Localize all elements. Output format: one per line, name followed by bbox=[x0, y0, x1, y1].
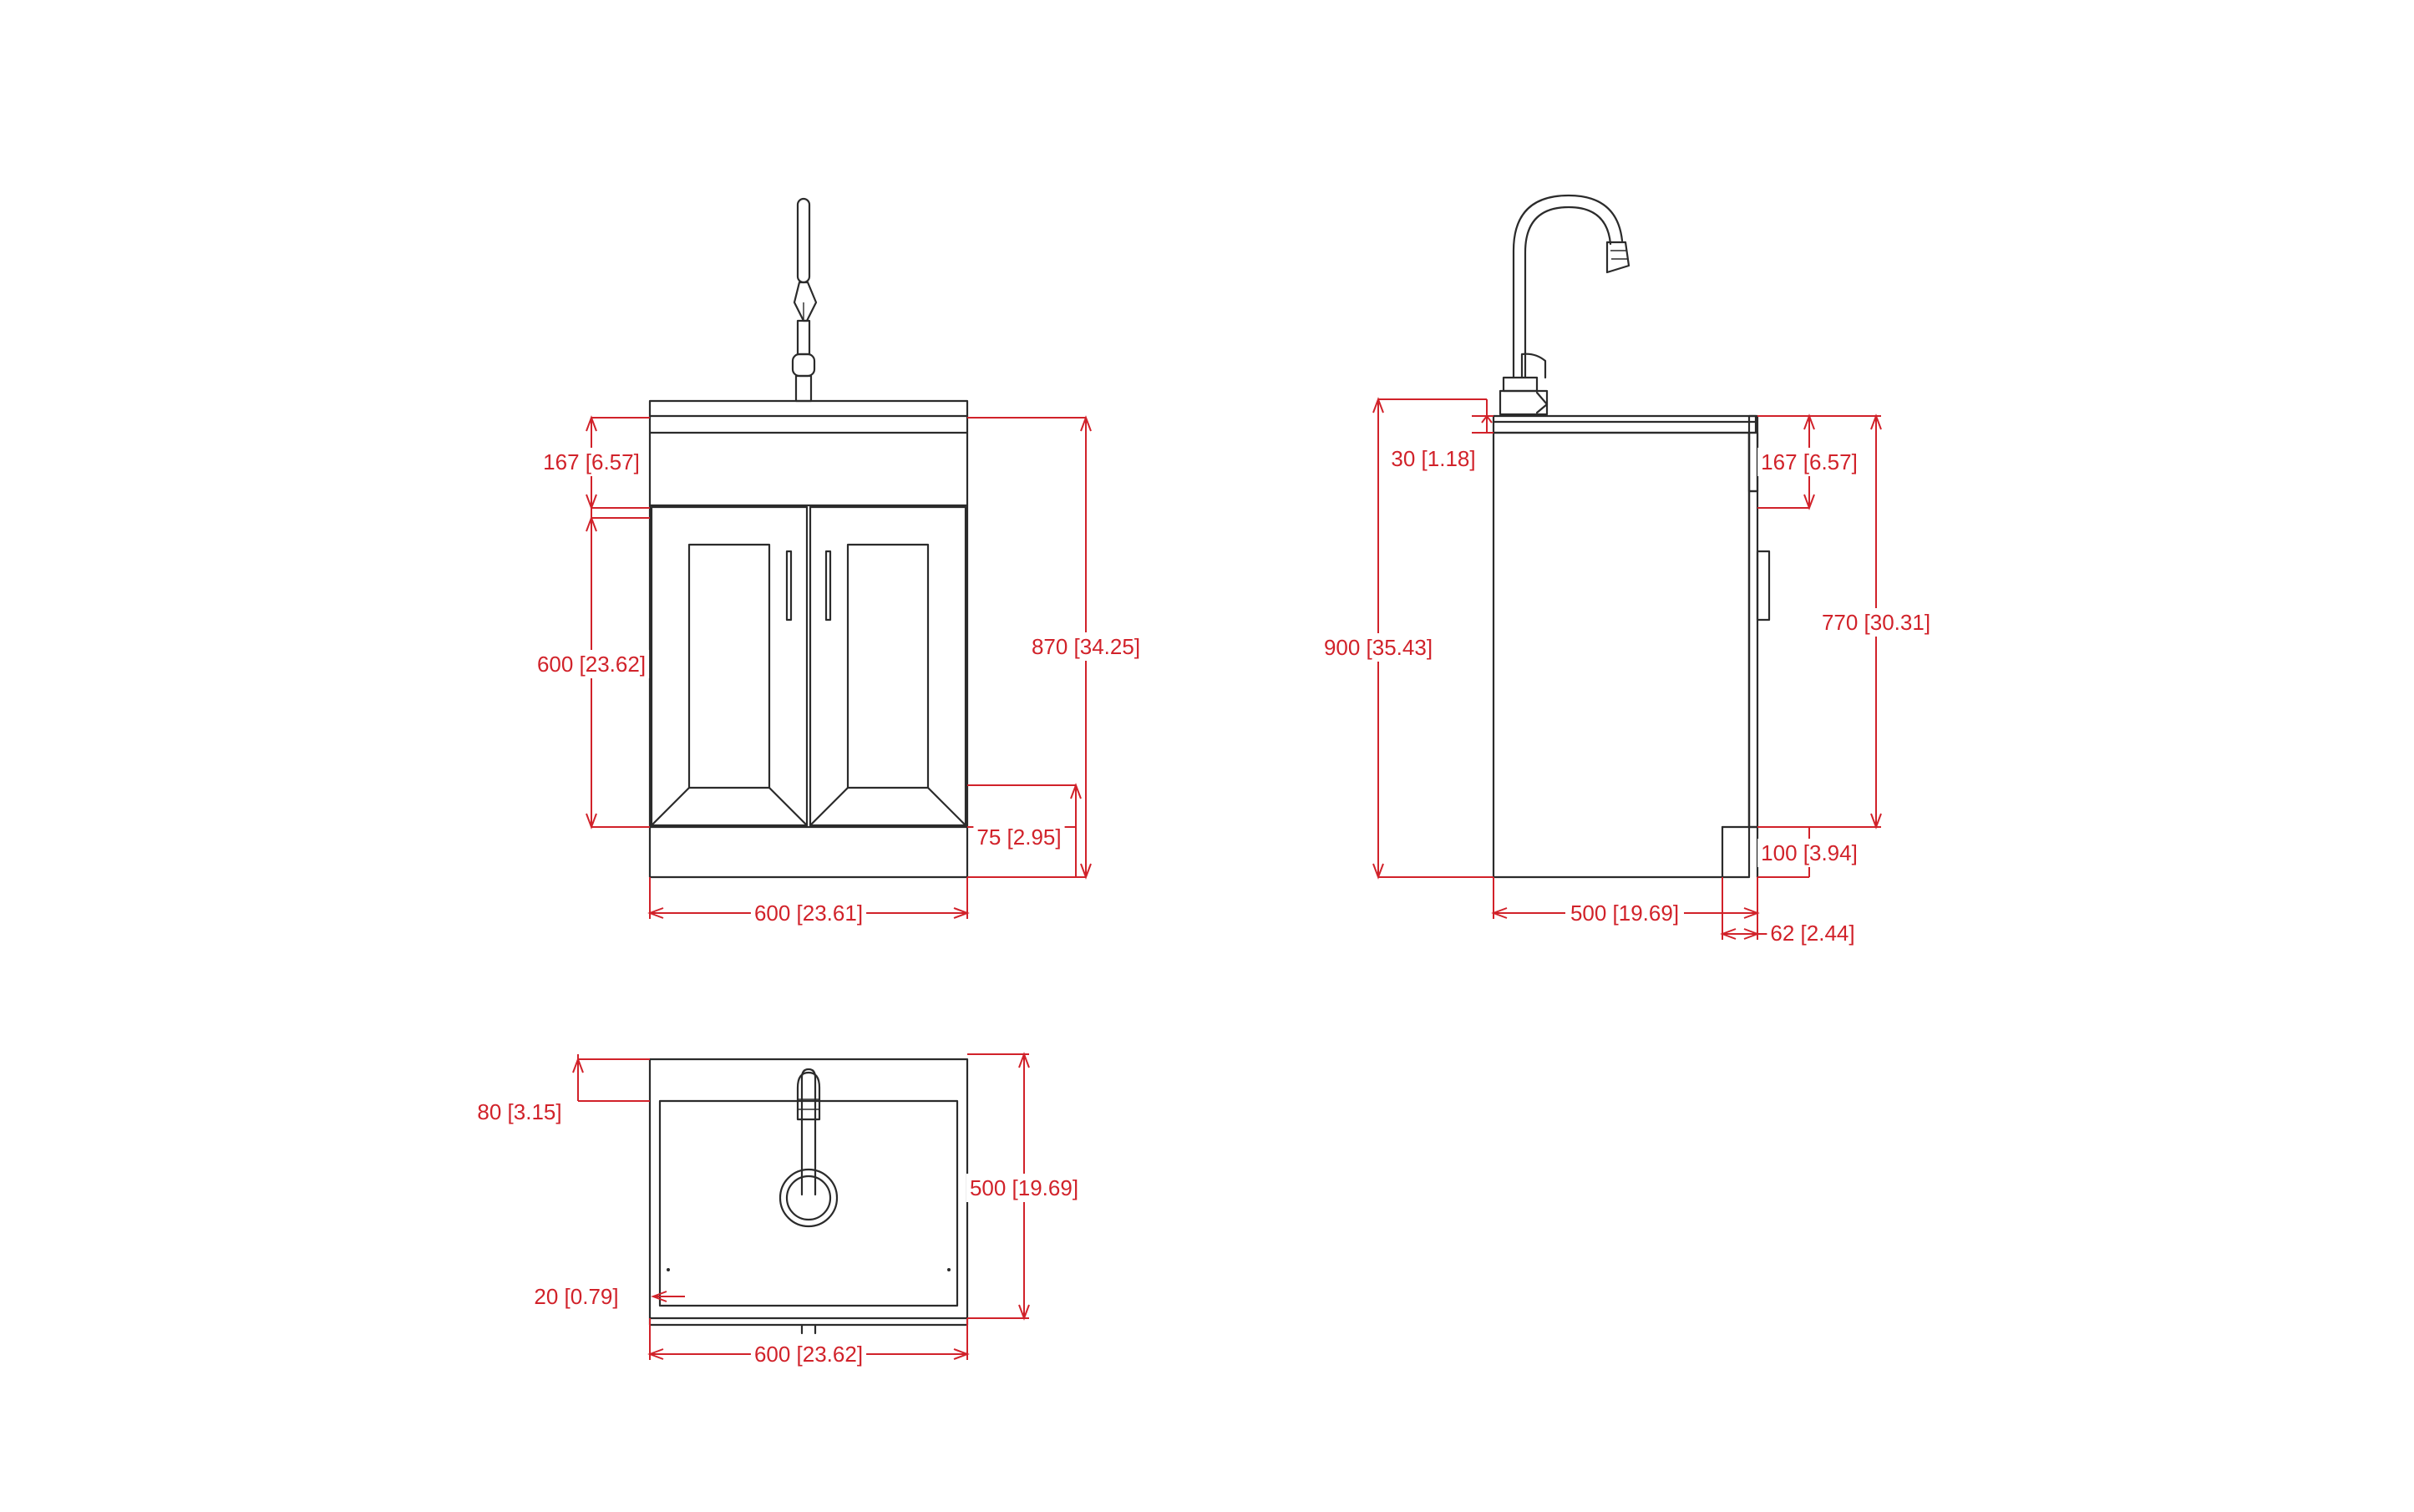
front-dim-width: 600 [23.61] bbox=[754, 901, 863, 926]
left-door-handle-icon bbox=[785, 550, 793, 622]
dimension-label-background bbox=[1757, 839, 1861, 867]
dimension-label-background bbox=[973, 823, 1065, 851]
top-dim-depth: 500 [19.69] bbox=[970, 1175, 1078, 1200]
side-door-handle-icon bbox=[1756, 550, 1771, 622]
dimension-label-background bbox=[540, 448, 643, 476]
drain-icon bbox=[778, 1168, 839, 1228]
side-faucet bbox=[1499, 194, 1630, 416]
side-dim-body-height: 770 [30.31] bbox=[1822, 610, 1930, 635]
side-dimensions: 30 [1.18] 900 [35.43] 167 [6.57] 770 [30… bbox=[1320, 397, 1935, 947]
front-dimensions: 167 [6.57] 600 [23.62] 870 [34.25] 75 [2… bbox=[533, 415, 1144, 927]
dimension-label-background bbox=[1027, 632, 1144, 661]
top-dimensions: 80 [3.15] 500 [19.69] 20 [0.79] 600 [23.… bbox=[474, 1052, 1083, 1368]
dimension-label-background bbox=[474, 1098, 565, 1126]
side-dim-worktop: 30 [1.18] bbox=[1391, 446, 1475, 471]
right-door bbox=[809, 505, 967, 827]
dimension-label-background bbox=[750, 1340, 867, 1368]
top-dim-front-edge: 20 [0.79] bbox=[534, 1284, 618, 1309]
front-dim-total-height: 870 [34.25] bbox=[1032, 634, 1140, 659]
front-cabinet bbox=[648, 399, 969, 879]
dimension-label-background bbox=[1757, 448, 1861, 476]
dimension-label-background bbox=[530, 1282, 622, 1311]
dimension-label-background bbox=[1320, 633, 1437, 662]
dimension-label-background bbox=[1767, 919, 1859, 947]
side-view: 30 [1.18] 900 [35.43] 167 [6.57] 770 [30… bbox=[1320, 194, 1935, 947]
side-dim-kick-height: 100 [3.94] bbox=[1761, 840, 1858, 865]
side-dim-total-height: 900 [35.43] bbox=[1324, 635, 1433, 660]
left-door bbox=[650, 505, 809, 827]
top-dim-width: 600 [23.62] bbox=[754, 1342, 863, 1367]
front-faucet bbox=[791, 197, 818, 403]
top-sink bbox=[648, 1058, 969, 1335]
dimension-label-background bbox=[1818, 608, 1935, 637]
front-dim-door-height: 600 [23.62] bbox=[537, 652, 646, 677]
side-dim-depth: 500 [19.69] bbox=[1570, 901, 1679, 926]
top-view: 80 [3.15] 500 [19.69] 20 [0.79] 600 [23.… bbox=[474, 1052, 1083, 1368]
front-view: 167 [6.57] 600 [23.62] 870 [34.25] 75 [2… bbox=[533, 197, 1144, 927]
top-dim-back-edge: 80 [3.15] bbox=[477, 1099, 561, 1124]
front-dim-plinth: 75 [2.95] bbox=[976, 824, 1061, 850]
dimension-label-background bbox=[1566, 899, 1683, 927]
dimension-label-background bbox=[533, 650, 650, 678]
dimension-label-background bbox=[750, 899, 867, 927]
side-cabinet bbox=[1492, 414, 1771, 879]
dimension-label-background bbox=[1387, 444, 1479, 473]
front-dim-top-panel: 167 [6.57] bbox=[543, 449, 640, 474]
side-dim-kick-depth: 62 [2.44] bbox=[1770, 921, 1854, 946]
side-dim-top-panel: 167 [6.57] bbox=[1761, 449, 1858, 474]
right-door-handle-icon bbox=[824, 550, 832, 622]
dimension-label-background bbox=[966, 1174, 1083, 1202]
